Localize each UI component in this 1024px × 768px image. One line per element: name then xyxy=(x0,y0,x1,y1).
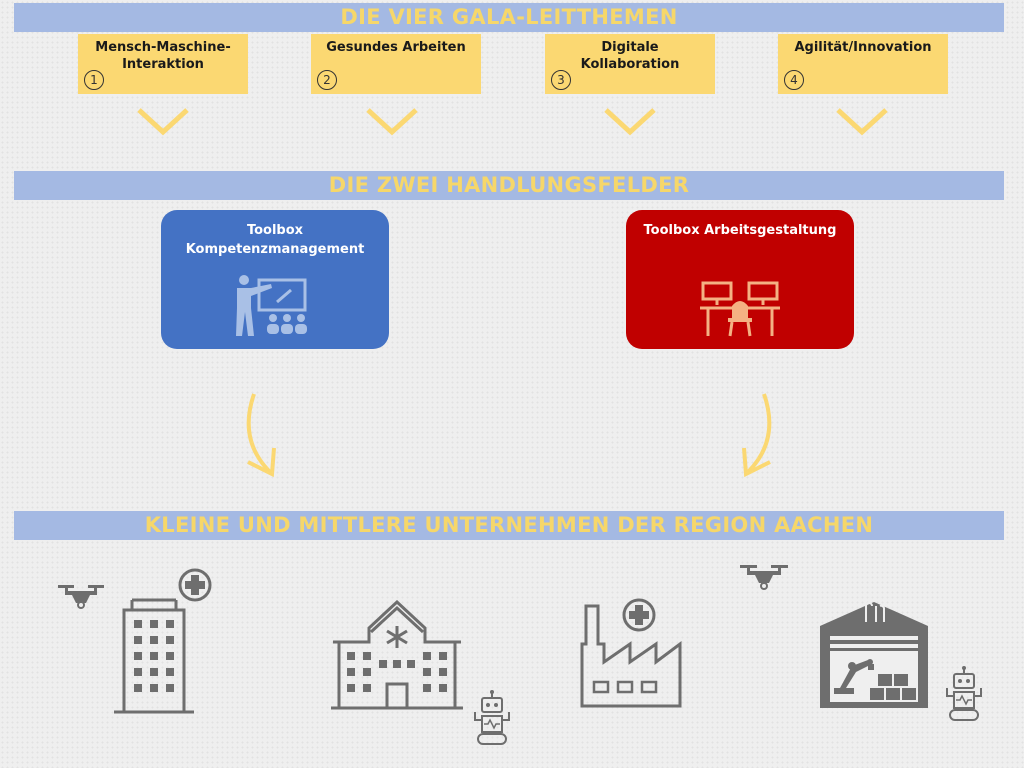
theme-card-3: Digitale Kollaboration 3 xyxy=(545,34,715,94)
robot-icon xyxy=(474,690,510,745)
theme-title-line1: Mensch-Maschine- xyxy=(95,40,231,55)
theme-card-1: Mensch-Maschine- Interaktion 1 xyxy=(78,34,248,94)
factory-icon xyxy=(580,604,682,708)
office-building-icon xyxy=(114,598,194,714)
medical-cross-icon xyxy=(622,598,656,632)
theme-title-line1: Agilität/Innovation xyxy=(794,40,932,55)
curved-arrow-icon xyxy=(742,393,772,478)
chevron-down-icon xyxy=(366,108,418,136)
fields-banner: DIE ZWEI HANDLUNGSFELDER xyxy=(14,171,1004,200)
hospital-building-icon xyxy=(331,600,463,710)
themes-banner: DIE VIER GALA-LEITTHEMEN xyxy=(14,3,1004,32)
chevron-down-icon xyxy=(604,108,656,136)
toolbox-title-line1: Toolbox Arbeitsgestaltung xyxy=(643,223,837,238)
theme-number: 4 xyxy=(784,70,804,90)
theme-number: 3 xyxy=(551,70,571,90)
drone-icon xyxy=(740,565,788,590)
teacher-presentation-icon xyxy=(236,275,307,336)
toolbox-kompetenzmanagement: Toolbox Kompetenzmanagement xyxy=(161,210,389,349)
theme-title-line1: Digitale xyxy=(601,40,659,55)
theme-card-4: Agilität/Innovation 4 xyxy=(778,34,948,94)
toolbox-arbeitsgestaltung: Toolbox Arbeitsgestaltung xyxy=(626,210,854,349)
companies-banner: KLEINE UND MITTLERE UNTERNEHMEN DER REGI… xyxy=(14,511,1004,540)
workstations-icon xyxy=(700,281,780,337)
theme-number: 1 xyxy=(84,70,104,90)
drone-icon xyxy=(58,585,104,609)
toolbox-title-line2: Kompetenzmanagement xyxy=(185,242,365,257)
curved-arrow-icon xyxy=(246,393,276,478)
theme-card-2: Gesundes Arbeiten 2 xyxy=(311,34,481,94)
warehouse-robot-arm-icon xyxy=(820,602,928,708)
toolbox-title-line1: Toolbox xyxy=(246,223,304,238)
theme-title-line2: Interaktion xyxy=(122,57,204,72)
chevron-down-icon xyxy=(836,108,888,136)
chevron-down-icon xyxy=(137,108,189,136)
robot-icon xyxy=(946,666,982,721)
theme-title-line2: Kollaboration xyxy=(580,57,680,72)
theme-number: 2 xyxy=(317,70,337,90)
theme-title-line1: Gesundes Arbeiten xyxy=(326,40,466,55)
medical-cross-icon xyxy=(178,568,212,602)
